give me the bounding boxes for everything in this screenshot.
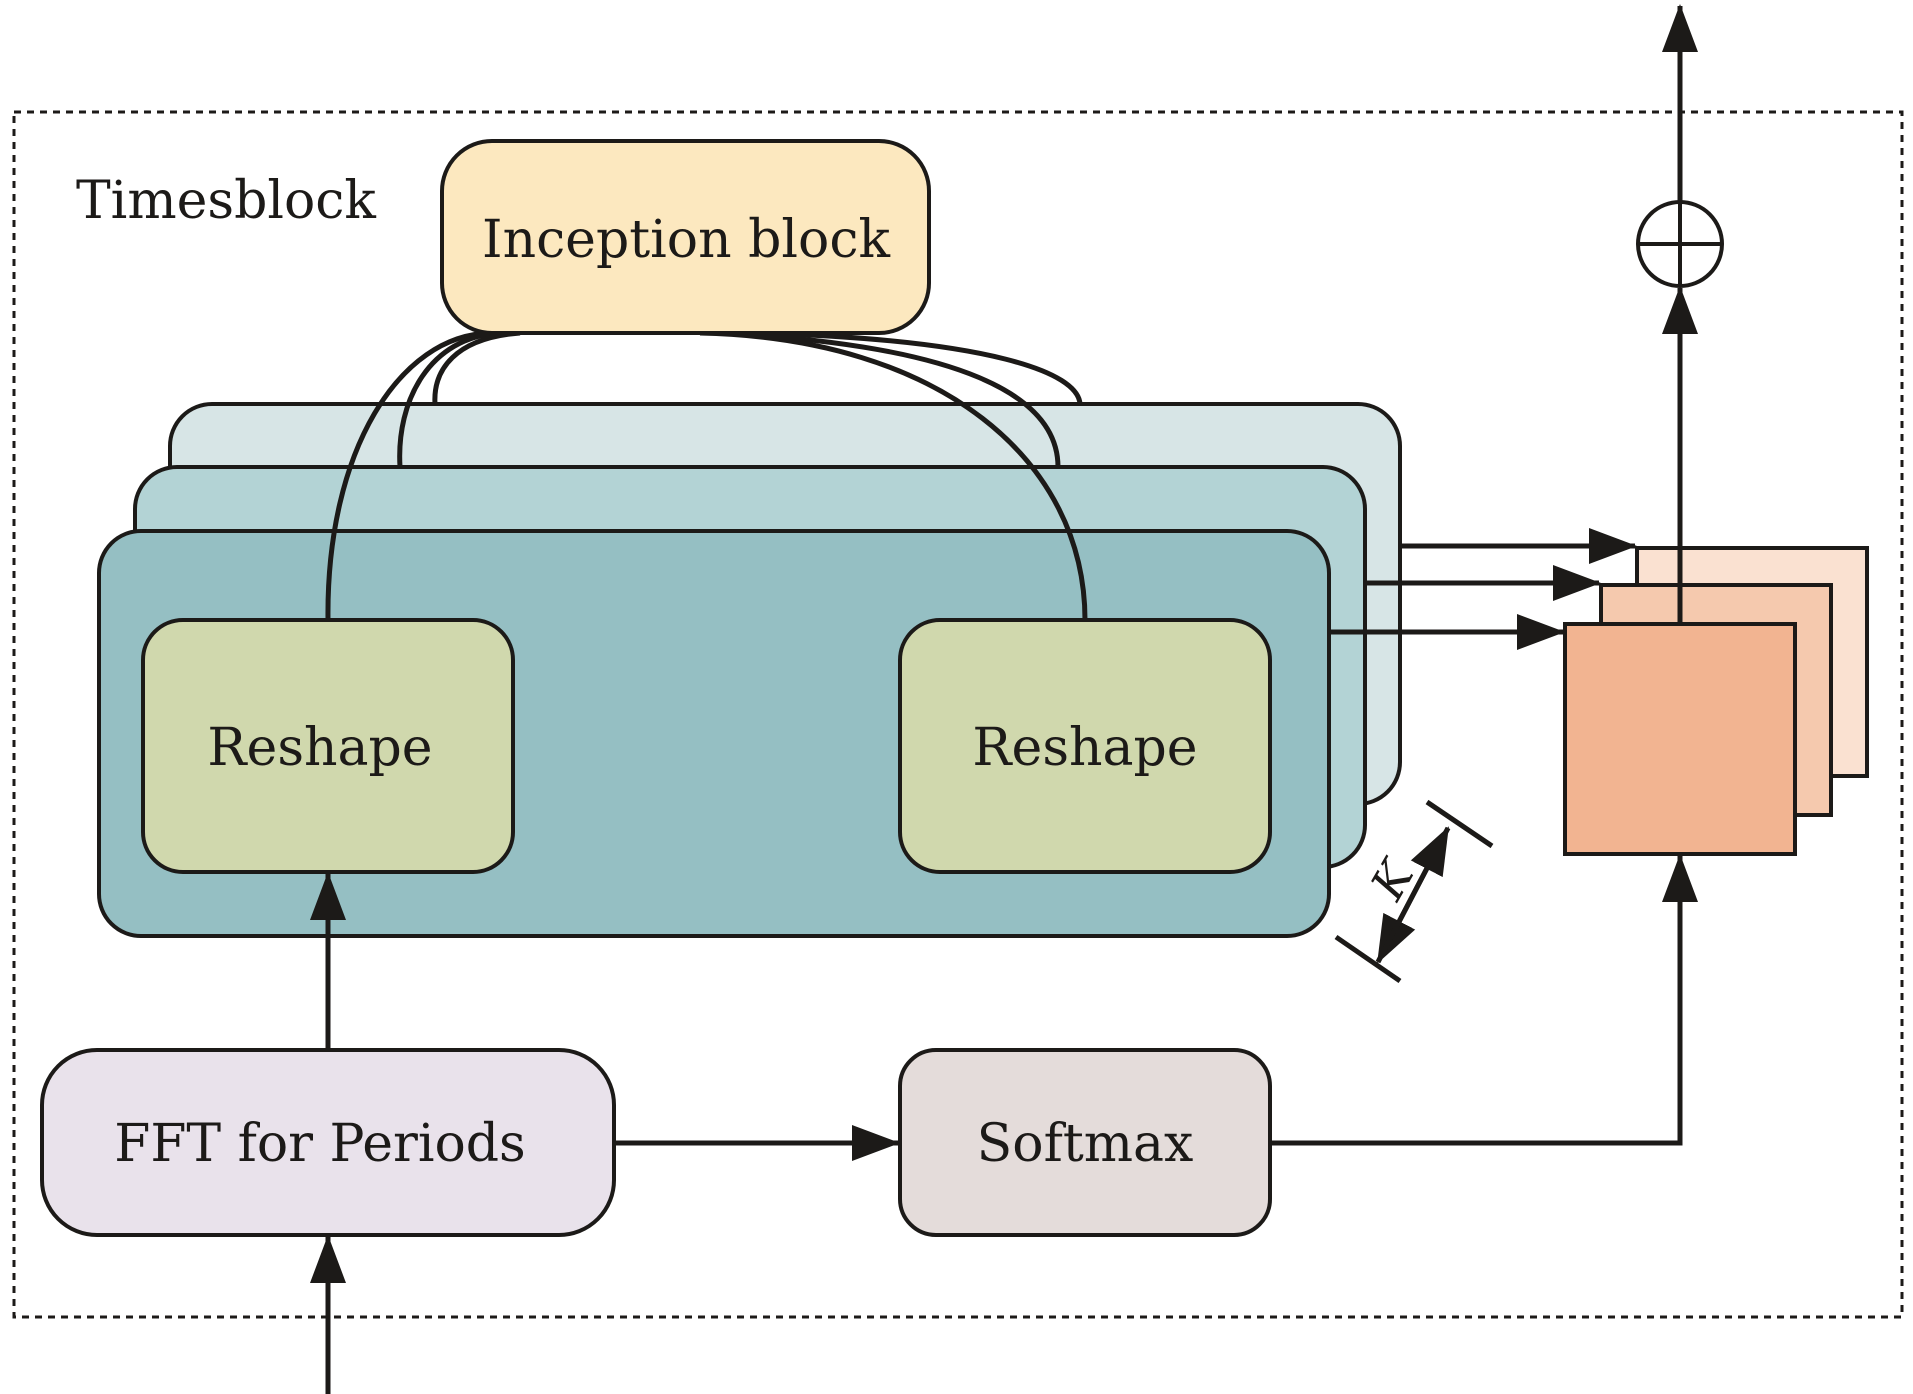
circled-plus-icon xyxy=(1636,200,1724,288)
fft-label: FFT for Periods xyxy=(114,1114,526,1174)
output-square-front xyxy=(1563,622,1797,856)
inception-block-label: Inception block xyxy=(482,210,890,270)
softmax-label: Softmax xyxy=(977,1114,1194,1174)
inception-connections xyxy=(325,330,1088,621)
k-label: K xyxy=(1360,849,1426,909)
timesblock-boundary xyxy=(12,110,1904,1319)
reshape-left-label: Reshape xyxy=(207,718,432,778)
timesblock-title: Timesblock xyxy=(76,171,376,231)
k-dimension-indicator xyxy=(1334,799,1494,984)
reshape-right-label: Reshape xyxy=(972,718,1197,778)
softmax-to-square-arrow xyxy=(1270,854,1698,1146)
inception-block-box xyxy=(440,139,931,335)
